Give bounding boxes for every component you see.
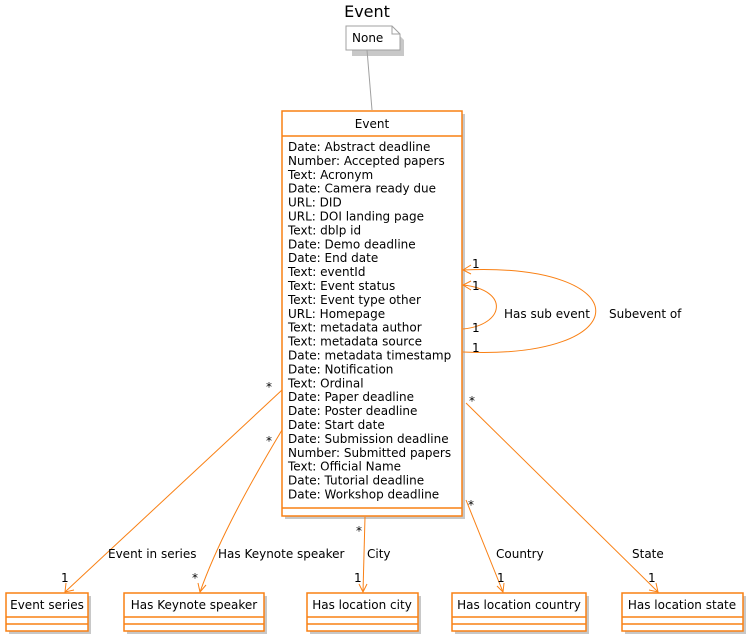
class-has-location-state-name: Has location state bbox=[628, 598, 736, 612]
diagram-title: Event bbox=[344, 2, 390, 21]
self-edge-has-sub-event-arrow bbox=[461, 280, 472, 291]
mult-event-in-series-target: 1 bbox=[61, 571, 69, 585]
label-country: Country bbox=[496, 547, 544, 561]
class-event-attribute: URL: DOI landing page bbox=[288, 210, 424, 224]
label-has-keynote-speaker: Has Keynote speaker bbox=[218, 547, 345, 561]
class-event-box bbox=[281, 110, 463, 517]
class-event-attribute: Text: Ordinal bbox=[287, 376, 364, 390]
class-event-attribute: Text: eventId bbox=[287, 265, 365, 279]
class-event-attribute: Text: Event type other bbox=[287, 293, 421, 307]
mult-keynote-source: * bbox=[266, 434, 272, 448]
self-label-has-sub-event: Has sub event bbox=[504, 307, 590, 321]
class-event-attribute: URL: Homepage bbox=[288, 307, 385, 321]
note-shape bbox=[345, 25, 401, 51]
class-has-location-country: Has location country bbox=[451, 592, 589, 634]
class-event-attribute: Text: dblp id bbox=[287, 223, 361, 237]
mult-state-source: * bbox=[469, 394, 475, 408]
mult-keynote-target: * bbox=[192, 571, 198, 585]
class-event-attribute: Date: Poster deadline bbox=[288, 404, 417, 418]
mult-city-source: * bbox=[356, 524, 362, 538]
mult-has-sub-event-target: 1 bbox=[472, 279, 480, 293]
label-event-in-series: Event in series bbox=[108, 547, 196, 561]
class-event-attribute: Date: Camera ready due bbox=[288, 182, 436, 196]
class-event-attribute: Date: Submission deadline bbox=[288, 432, 449, 446]
class-event-attribute: Text: Official Name bbox=[287, 460, 401, 474]
class-event-attribute: Text: metadata author bbox=[287, 321, 422, 335]
mult-city-target: 1 bbox=[354, 571, 362, 585]
edge-city-arrow bbox=[358, 583, 368, 594]
edge-has-keynote-speaker bbox=[199, 429, 283, 593]
self-label-subevent-of: Subevent of bbox=[609, 307, 682, 321]
self-edge-has-sub-event bbox=[462, 284, 497, 330]
class-event-attribute: Date: End date bbox=[288, 251, 378, 265]
edge-event-in-series-arrow bbox=[64, 582, 75, 593]
edge-state bbox=[465, 402, 659, 593]
class-event-attribute: Date: metadata timestamp bbox=[288, 349, 451, 363]
edge-country-arrow bbox=[496, 582, 505, 594]
class-event-attribute: Date: Workshop deadline bbox=[288, 488, 439, 502]
edge-city bbox=[362, 516, 366, 593]
class-has-keynote-speaker-name: Has Keynote speaker bbox=[131, 598, 258, 612]
mult-country-target: 1 bbox=[497, 571, 505, 585]
class-event-attribute: Number: Accepted papers bbox=[288, 154, 445, 168]
class-has-location-state: Has location state bbox=[621, 592, 746, 634]
class-event-attribute: Date: Paper deadline bbox=[288, 390, 414, 404]
class-has-location-country-name: Has location country bbox=[457, 598, 581, 612]
class-event-series: Event series bbox=[5, 592, 91, 634]
class-event-attribute: Date: Demo deadline bbox=[288, 237, 416, 251]
class-event-attribute: Date: Tutorial deadline bbox=[288, 474, 424, 488]
class-event-attribute: Text: metadata source bbox=[287, 335, 422, 349]
label-city: City bbox=[367, 547, 391, 561]
note-text: None bbox=[352, 31, 383, 45]
self-relations: Has sub event Subevent of 1 1 1 1 bbox=[461, 257, 682, 355]
class-event-name: Event bbox=[355, 117, 390, 131]
class-event-attribute: Date: Notification bbox=[288, 362, 393, 376]
class-event-attribute: Date: Abstract deadline bbox=[288, 140, 430, 154]
mult-subevent-of-source: 1 bbox=[472, 341, 480, 355]
mult-has-sub-event-source: 1 bbox=[472, 321, 480, 335]
class-event-attribute: Number: Submitted papers bbox=[288, 446, 451, 460]
mult-subevent-of-target: 1 bbox=[472, 257, 480, 271]
class-has-location-city: Has location city bbox=[306, 592, 421, 634]
note: None bbox=[345, 25, 404, 56]
class-has-keynote-speaker: Has Keynote speaker bbox=[123, 592, 267, 634]
self-edge-subevent-of-arrow bbox=[461, 264, 472, 275]
note-connector bbox=[366, 49, 373, 111]
relations: * 1 Event in series * * Has Keynote spea… bbox=[61, 380, 664, 594]
edge-state-arrow bbox=[648, 582, 659, 593]
edge-country bbox=[465, 499, 504, 593]
class-event-series-name: Event series bbox=[10, 598, 84, 612]
edge-event-in-series bbox=[64, 389, 283, 593]
mult-event-in-series-source: * bbox=[266, 380, 272, 394]
class-event-attribute: Date: Start date bbox=[288, 418, 385, 432]
label-state: State bbox=[632, 547, 664, 561]
mult-state-target: 1 bbox=[648, 571, 656, 585]
self-edge-subevent-of bbox=[462, 269, 597, 353]
class-event-attribute: URL: DID bbox=[288, 196, 342, 210]
class-event-attribute: Text: Event status bbox=[287, 279, 395, 293]
class-event-attribute: Text: Acronym bbox=[287, 168, 373, 182]
edge-has-keynote-speaker-arrow bbox=[197, 582, 207, 594]
class-has-location-city-name: Has location city bbox=[312, 598, 412, 612]
mult-country-source: * bbox=[468, 498, 474, 512]
note-fold bbox=[391, 26, 400, 35]
